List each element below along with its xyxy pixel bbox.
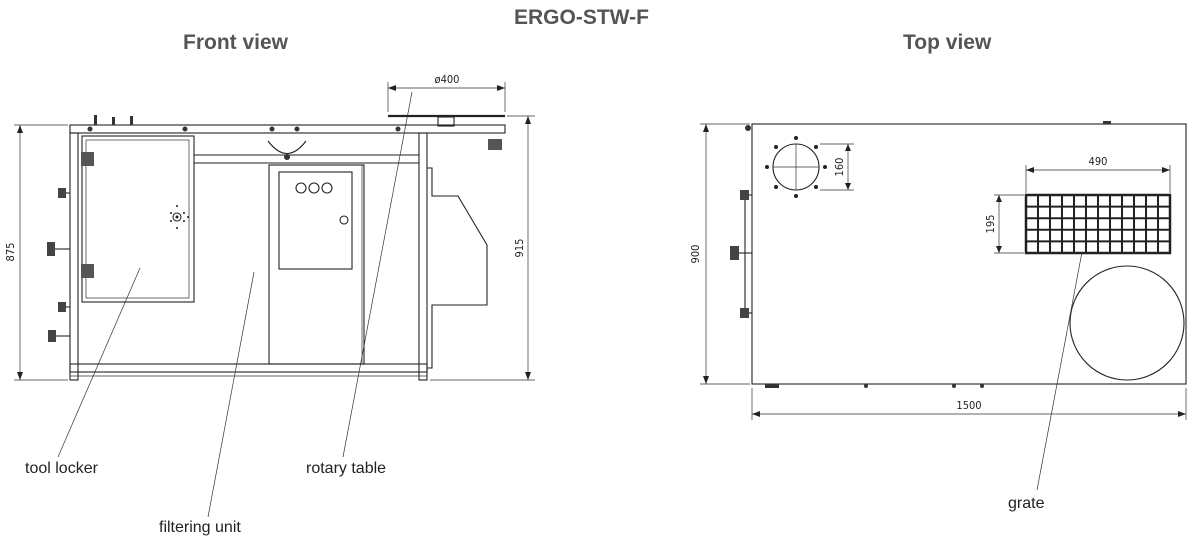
- locker-handle-icon: [172, 212, 182, 222]
- front-left-leg: [69, 132, 79, 381]
- grate: [1024, 193, 1172, 255]
- front-right-leg: [418, 132, 428, 381]
- arm-clamp: [267, 140, 307, 155]
- front-bottom-rail: [69, 363, 428, 373]
- control-switch-icon: [339, 215, 349, 225]
- dimension-900: 900: [689, 123, 750, 385]
- callout-grate: grate: [1008, 495, 1045, 512]
- duct-housing: [427, 167, 488, 369]
- control-dial-icon: [308, 182, 320, 194]
- rail-fittings: [87, 115, 401, 132]
- leader-grate: [1036, 251, 1083, 491]
- hinge-icon: [81, 152, 94, 166]
- dimension-1500: 1500: [751, 388, 1187, 420]
- callout-filtering-unit: filtering unit: [159, 519, 241, 536]
- dimension-915: 915: [430, 115, 535, 381]
- dim-875-label: 875: [4, 243, 17, 262]
- front-view-heading: Front view: [183, 31, 289, 54]
- rotary-table-hub: [437, 116, 455, 127]
- dim-900-label: 900: [689, 245, 702, 264]
- tool-locker-cabinet: [81, 135, 195, 303]
- hinge-icon: [81, 264, 94, 278]
- control-dial-icon: [321, 182, 333, 194]
- dimension-rotary-diameter: ø400: [387, 73, 506, 112]
- leader-tool-locker: [57, 267, 141, 458]
- control-box: [278, 171, 353, 270]
- left-knobs: [47, 188, 70, 342]
- diagram-title: ERGO-STW-F: [514, 6, 649, 29]
- top-left-knobs: [730, 190, 752, 318]
- top-filter-circle: [1069, 265, 1185, 381]
- top-view-heading: Top view: [903, 31, 992, 54]
- callout-tool-locker: tool locker: [25, 460, 98, 477]
- dim-160-label: 160: [833, 158, 846, 177]
- leader-rotary-table: [342, 91, 413, 458]
- dim-915-label: 915: [513, 239, 526, 258]
- dimension-490: 490: [1025, 155, 1171, 193]
- front-top-rail: [69, 124, 506, 134]
- top-view-outline: [751, 123, 1187, 385]
- dim-400-label: ø400: [435, 73, 460, 86]
- filtering-unit-body: [268, 164, 365, 365]
- dimension-875: 875: [4, 124, 68, 381]
- leader-filtering-unit: [207, 271, 255, 518]
- top-round-opening: [765, 136, 827, 198]
- rotary-table-lock: [488, 139, 502, 150]
- dim-1500-label: 1500: [956, 399, 981, 412]
- dim-195-label: 195: [984, 215, 997, 234]
- dimension-160: 160: [820, 143, 854, 191]
- front-view-drawing: 875 915 ø400: [4, 73, 535, 518]
- dimension-195: 195: [984, 194, 1024, 254]
- top-view-drawing: 160 490 195 900: [689, 121, 1187, 491]
- dim-490-label: 490: [1089, 155, 1108, 168]
- control-dial-icon: [295, 182, 307, 194]
- callout-rotary-table: rotary table: [306, 460, 387, 477]
